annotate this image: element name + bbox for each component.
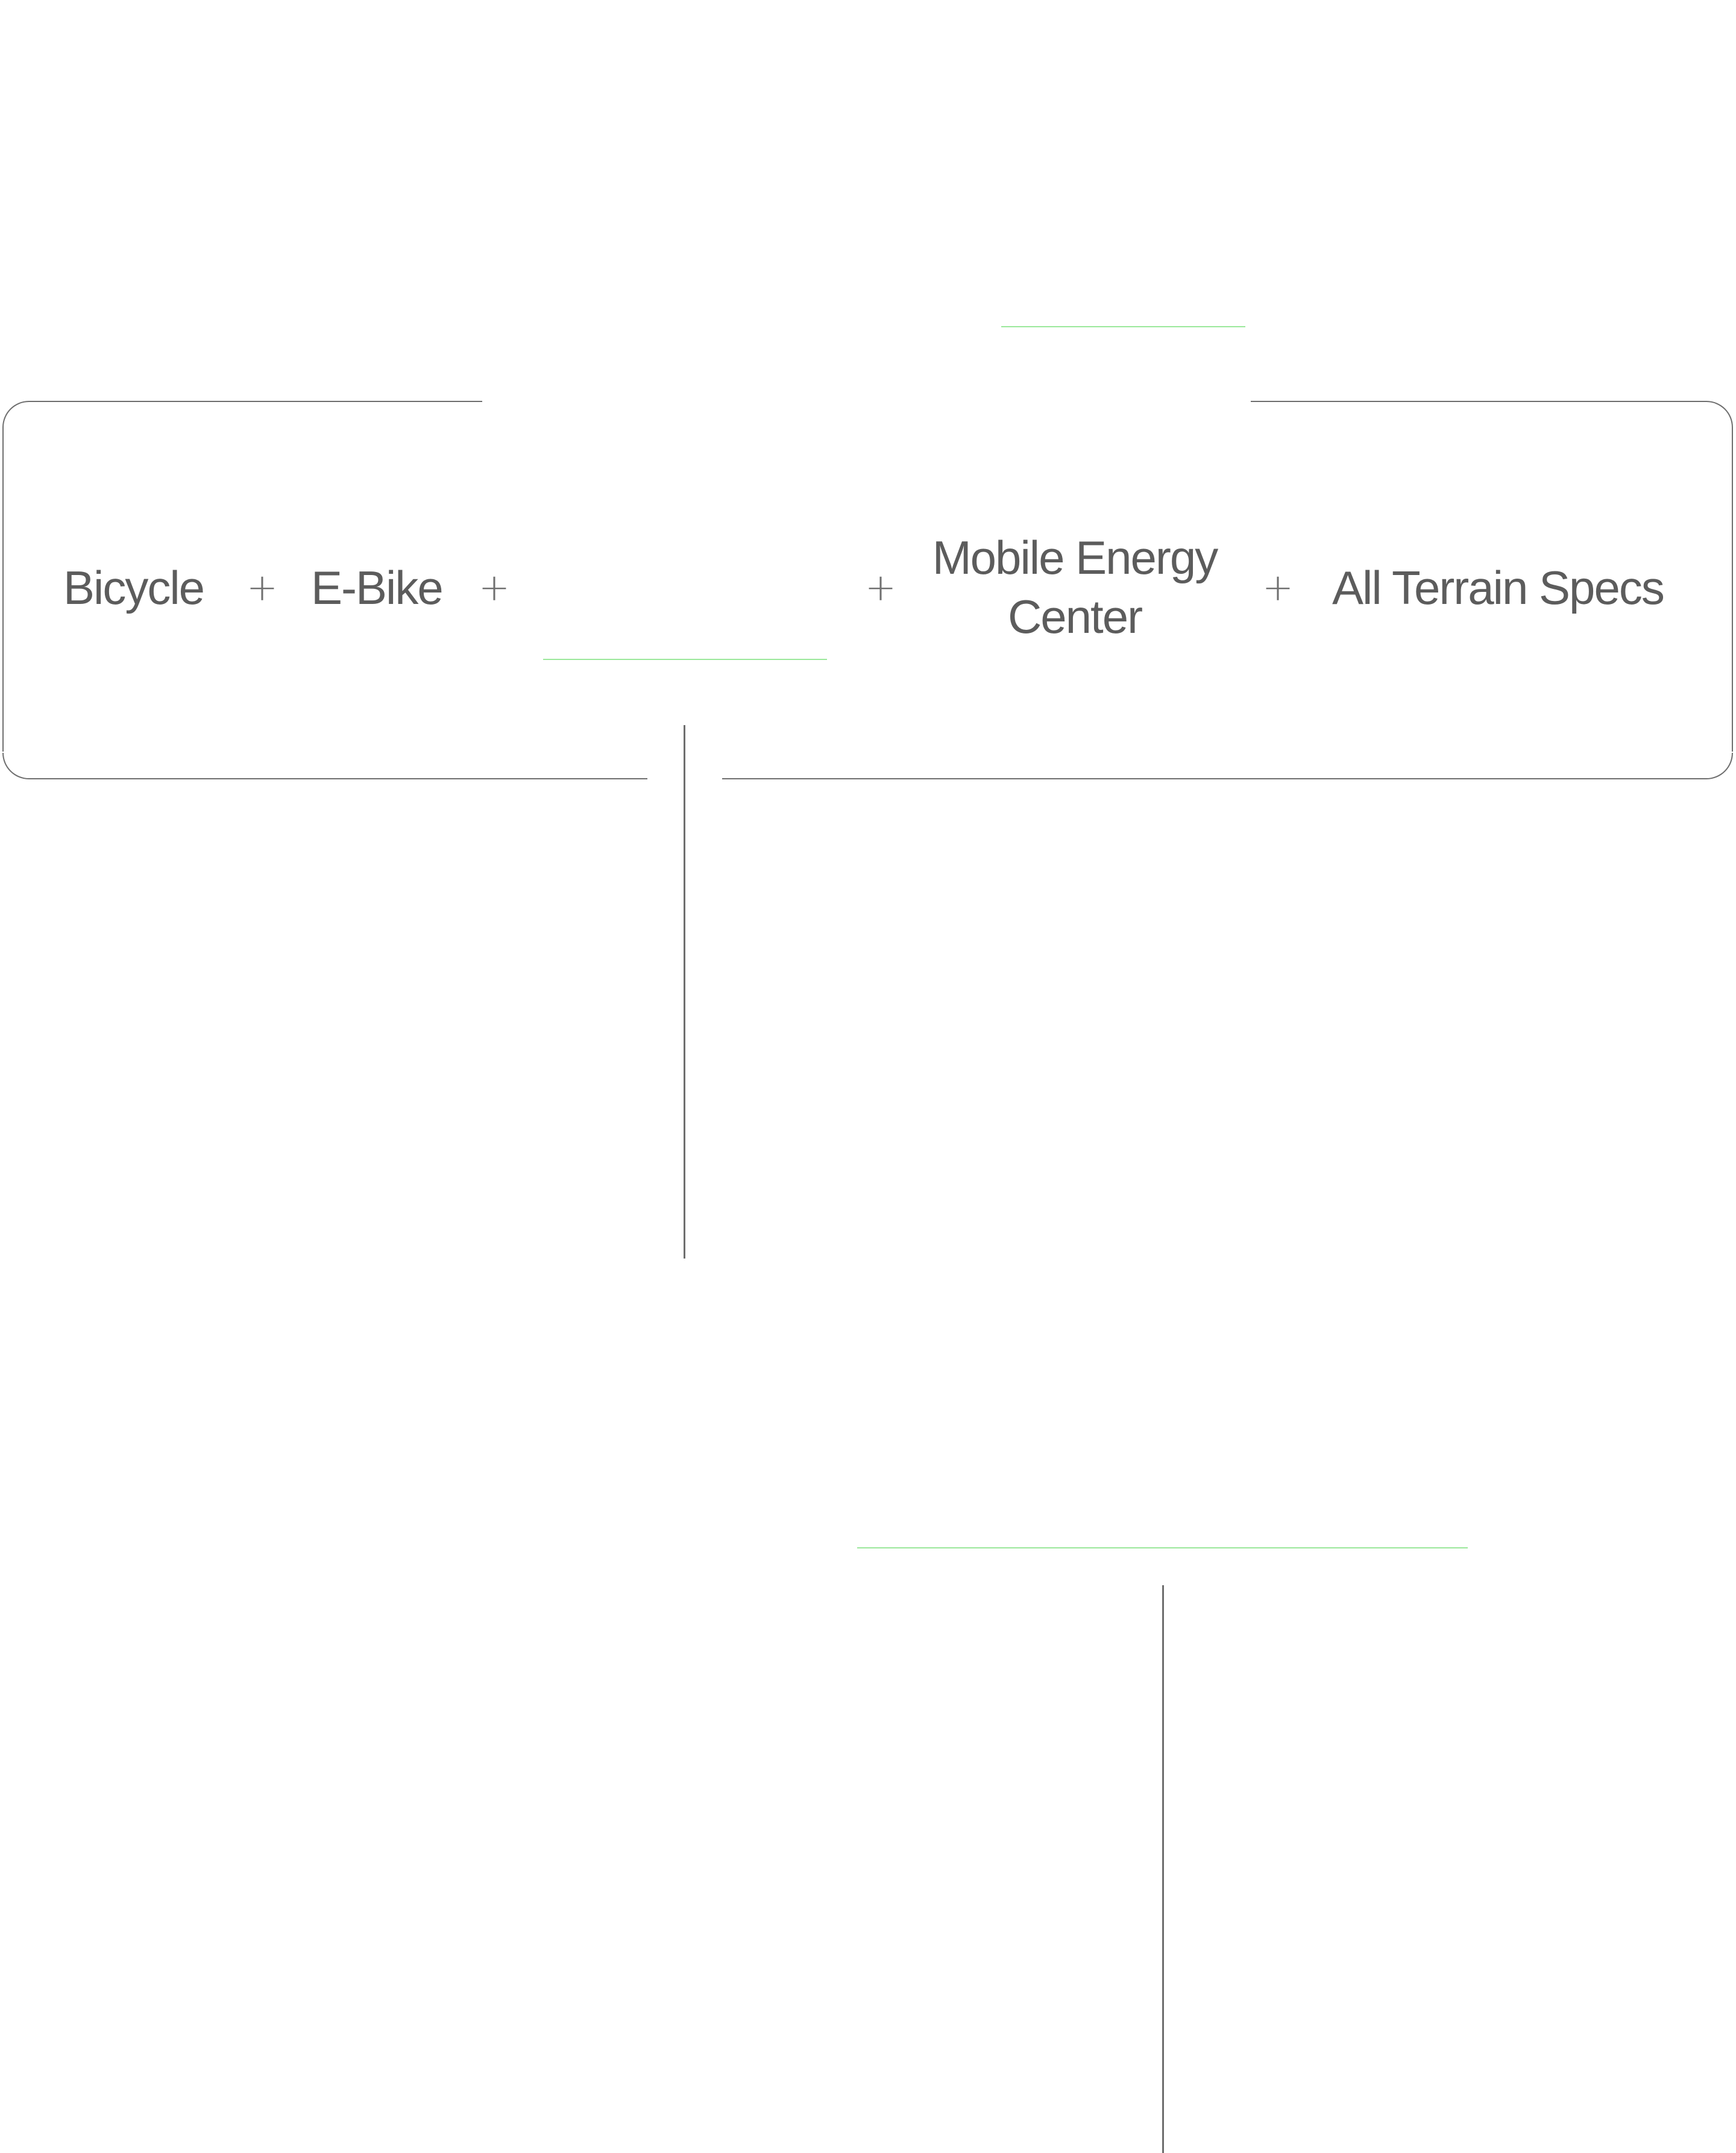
plus-separator-1: + <box>247 565 278 609</box>
plus-separator-3: + <box>865 565 896 609</box>
box-corner-bl <box>2 753 29 779</box>
box-corner-br <box>1706 753 1733 779</box>
box-border-bottom-right <box>722 778 1706 779</box>
box-border-top-right <box>1251 401 1706 402</box>
connector-line-1 <box>684 725 685 1259</box>
plus-separator-2: + <box>479 565 510 609</box>
feature-all-terrain-specs: All Terrain Specs <box>1332 561 1665 614</box>
feature-mobile-energy-center: Mobile Energy Center <box>932 531 1219 643</box>
accent-line-bottom <box>857 1547 1468 1548</box>
box-border-bottom-left <box>29 778 647 779</box>
feature-ebike: E-Bike <box>311 561 444 614</box>
box-border-right <box>1732 427 1733 752</box>
box-border-top-left <box>29 401 482 402</box>
accent-line-feature <box>543 659 827 660</box>
box-corner-tr <box>1706 401 1733 427</box>
feature-bicycle: Bicycle <box>63 561 205 614</box>
box-border-left <box>2 427 4 752</box>
box-corner-tl <box>2 401 29 427</box>
connector-line-2 <box>1162 1585 1164 2153</box>
plus-separator-4: + <box>1262 565 1294 609</box>
accent-line-top <box>1001 326 1245 327</box>
